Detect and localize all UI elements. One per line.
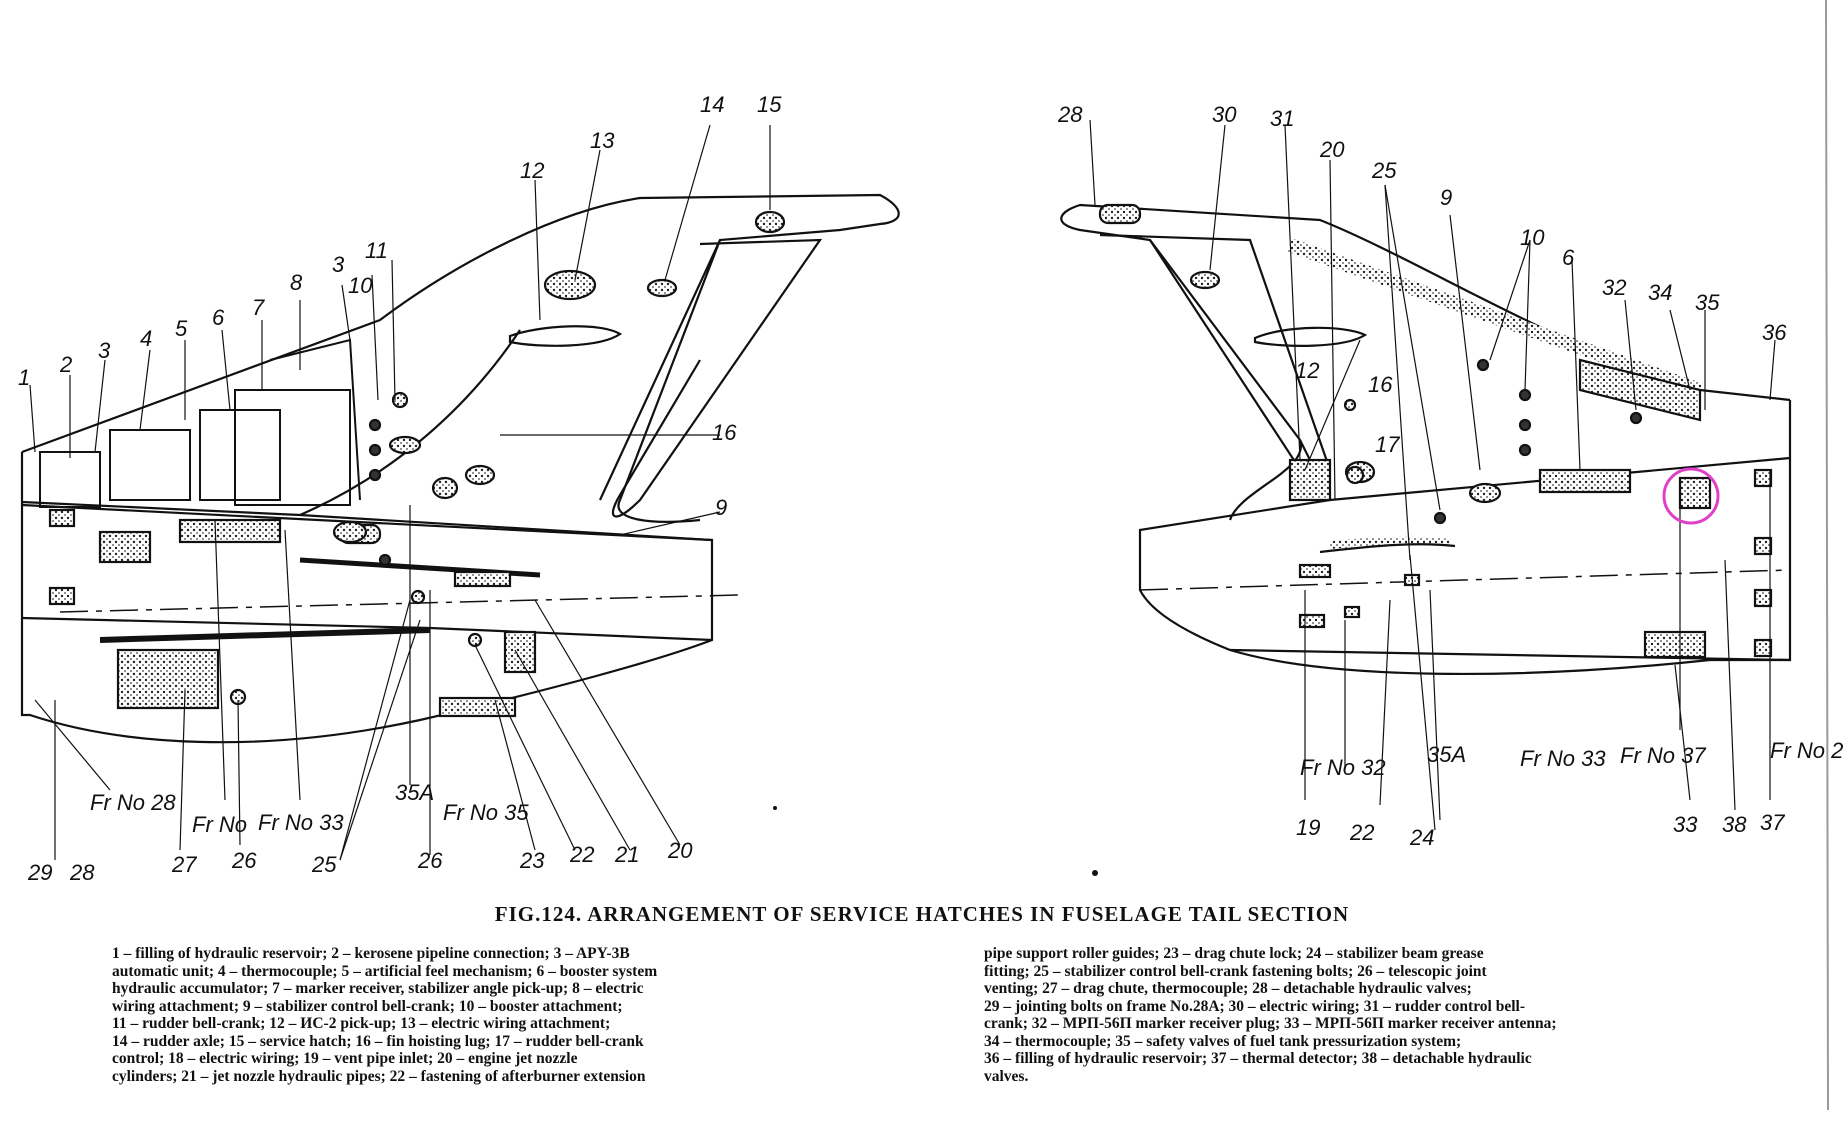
callout-7: 7 bbox=[252, 295, 265, 320]
callout-3: 3 bbox=[98, 338, 111, 363]
callout-37: 37 bbox=[1760, 810, 1785, 835]
callout-35: 35 bbox=[1695, 290, 1720, 315]
callout-10r: 10 bbox=[1520, 225, 1545, 250]
callout-2: 2 bbox=[59, 352, 72, 377]
legend-line: valves. bbox=[984, 1067, 1029, 1085]
callout-fr-35: Fr No 35 bbox=[443, 800, 529, 825]
right-callouts: 28 30 31 20 25 9 10 6 32 34 35 36 12 16 … bbox=[1057, 102, 1843, 850]
legend-line: wiring attachment; 9 – stabilizer contro… bbox=[112, 997, 623, 1015]
callout-13: 13 bbox=[590, 128, 615, 153]
callout-36: 36 bbox=[1762, 320, 1787, 345]
callout-32: 32 bbox=[1602, 275, 1626, 300]
callout-fr-2: Fr No 2 bbox=[1770, 738, 1843, 763]
callout-20: 20 bbox=[667, 838, 693, 863]
callout-fr-32: Fr No 32 bbox=[1300, 755, 1386, 780]
callout-15: 15 bbox=[757, 92, 782, 117]
legend-right: pipe support roller guides; 23 – drag ch… bbox=[984, 945, 1784, 1085]
callout-16: 16 bbox=[712, 420, 737, 445]
callout-9r: 9 bbox=[1440, 185, 1452, 210]
callout-5: 5 bbox=[175, 316, 188, 341]
callout-10: 10 bbox=[348, 273, 373, 298]
callout-8: 8 bbox=[290, 270, 303, 295]
callout-14: 14 bbox=[700, 92, 724, 117]
legend-line: automatic unit; 4 – thermocouple; 5 – ar… bbox=[112, 962, 658, 980]
legend-line: crank; 32 – МРП-56П marker receiver plug… bbox=[984, 1015, 1557, 1032]
highlight-circle bbox=[1662, 467, 1720, 525]
callout-6: 6 bbox=[212, 305, 225, 330]
legend-line: hydraulic accumulator; 7 – marker receiv… bbox=[112, 980, 644, 997]
legend-line: 36 – filling of hydraulic reservoir; 37 … bbox=[984, 1050, 1532, 1067]
callout-19: 19 bbox=[1296, 815, 1320, 840]
callout-16r: 16 bbox=[1368, 372, 1393, 397]
callout-fr-33r: Fr No 33 bbox=[1520, 746, 1606, 771]
callout-6r: 6 bbox=[1562, 245, 1575, 270]
callout-28r: 28 bbox=[1057, 102, 1083, 127]
left-callouts: 1 2 3 4 5 6 7 8 3 10 11 12 13 14 15 16 9… bbox=[18, 92, 782, 885]
callout-35a: 35A bbox=[395, 780, 434, 805]
callout-12r: 12 bbox=[1295, 358, 1319, 383]
legend-line: venting; 27 – drag chute, thermocouple; … bbox=[984, 980, 1472, 997]
callout-35a-r: 35A bbox=[1427, 742, 1466, 767]
legend-line: fitting; 25 – stabilizer control bell-cr… bbox=[984, 962, 1487, 980]
legend-line: pipe support roller guides; 23 – drag ch… bbox=[984, 945, 1484, 962]
callout-33: 33 bbox=[1673, 812, 1698, 837]
callout-fr-33: Fr No 33 bbox=[258, 810, 344, 835]
callout-26: 26 bbox=[231, 848, 257, 873]
legend-line: 14 – rudder axle; 15 – service hatch; 16… bbox=[112, 1032, 644, 1050]
callout-38: 38 bbox=[1722, 812, 1747, 837]
callout-28: 28 bbox=[69, 860, 95, 885]
legend-left: 1 – filling of hydraulic reservoir; 2 – … bbox=[112, 945, 932, 1085]
legend-line: control; 18 – electric wiring; 19 – vent… bbox=[112, 1050, 578, 1067]
left-fuselage-view bbox=[20, 124, 900, 861]
callout-12: 12 bbox=[520, 158, 544, 183]
legend-line: cylinders; 21 – jet nozzle hydraulic pip… bbox=[112, 1067, 646, 1085]
callout-fr-33a: Fr No bbox=[192, 812, 247, 837]
legend-line: 34 – thermocouple; 35 – safety valves of… bbox=[984, 1032, 1462, 1050]
callout-24: 24 bbox=[1409, 825, 1434, 850]
callout-25: 25 bbox=[311, 852, 337, 877]
callout-26b: 26 bbox=[417, 848, 443, 873]
legend-line: 1 – filling of hydraulic reservoir; 2 – … bbox=[112, 945, 630, 962]
callout-11: 11 bbox=[365, 238, 388, 263]
callout-22: 22 bbox=[569, 842, 594, 867]
callout-20r: 20 bbox=[1319, 137, 1345, 162]
legend-line: 11 – rudder bell-crank; 12 – ИС-2 pick-u… bbox=[112, 1015, 611, 1032]
callout-9: 9 bbox=[715, 495, 727, 520]
callout-27: 27 bbox=[171, 852, 197, 877]
right-fuselage-view bbox=[1060, 119, 1792, 831]
figure-caption: FIG.124. ARRANGEMENT OF SERVICE HATCHES … bbox=[494, 902, 1350, 926]
callout-17r: 17 bbox=[1375, 432, 1400, 457]
callout-4: 4 bbox=[140, 326, 152, 351]
callout-34: 34 bbox=[1648, 280, 1672, 305]
callout-30: 30 bbox=[1212, 102, 1237, 127]
legend-line: 29 – jointing bolts on frame No.28A; 30 … bbox=[984, 997, 1526, 1015]
callout-22r: 22 bbox=[1349, 820, 1374, 845]
callout-fr-28: Fr No 28 bbox=[90, 790, 176, 815]
callout-21: 21 bbox=[614, 842, 639, 867]
callout-3b: 3 bbox=[332, 252, 345, 277]
callout-31: 31 bbox=[1270, 106, 1294, 131]
callout-29: 29 bbox=[27, 860, 52, 885]
callout-23: 23 bbox=[519, 848, 545, 873]
callout-1: 1 bbox=[18, 365, 30, 390]
callout-25r: 25 bbox=[1371, 158, 1397, 183]
callout-fr-37: Fr No 37 bbox=[1620, 743, 1706, 768]
